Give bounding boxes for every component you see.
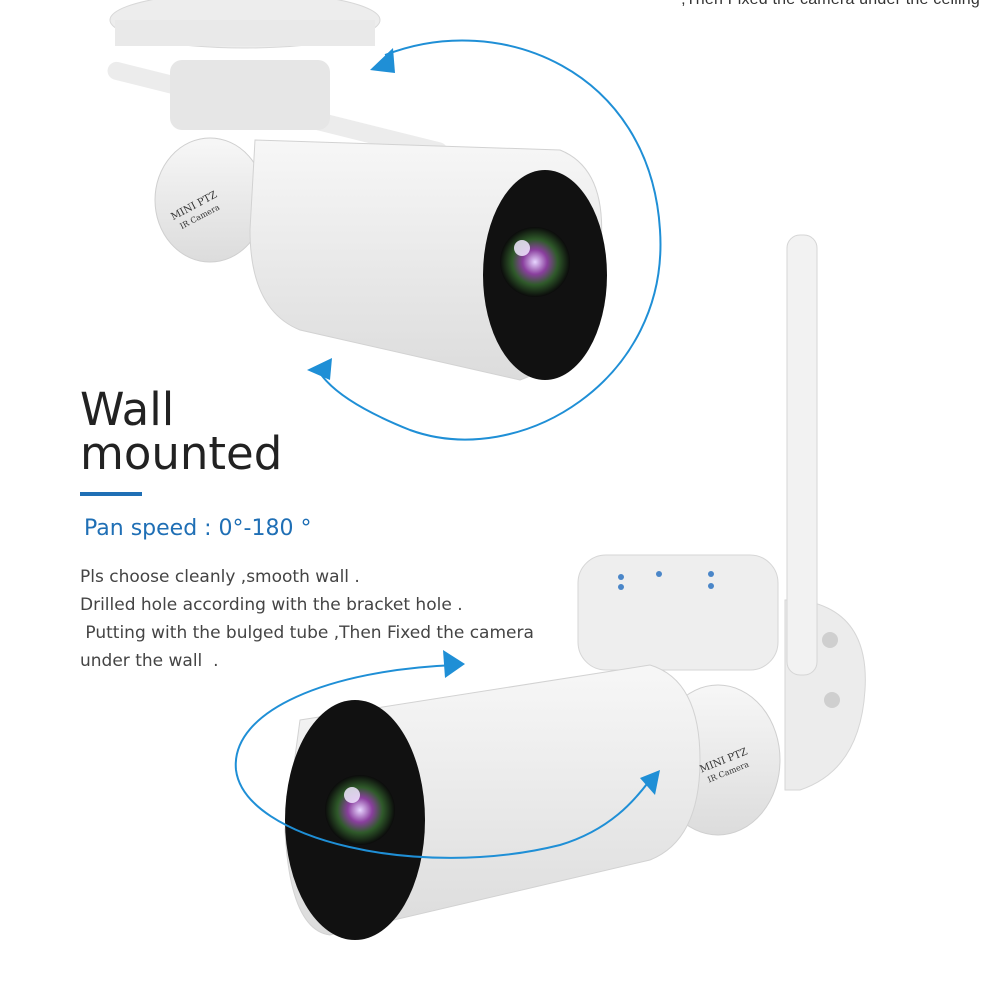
page-title: Wall mounted <box>80 383 283 480</box>
arrow-head-icon <box>640 770 660 795</box>
rotation-arrow-bottom <box>234 650 660 859</box>
rotation-arrow-top <box>307 39 662 441</box>
description-block: Pls choose cleanly ,smooth wall . Drille… <box>80 563 560 675</box>
description-line: Pls choose cleanly ,smooth wall . <box>80 567 360 587</box>
arrow-head-icon <box>370 48 395 73</box>
arrow-head-icon <box>307 358 332 380</box>
description-line: Putting with the bulged tube ,Then Fixed… <box>80 623 534 643</box>
title-line-1: Wall <box>80 383 175 436</box>
ceiling-camera <box>107 0 607 381</box>
description-line: under the wall . <box>80 651 219 671</box>
title-line-2: mounted <box>80 427 283 480</box>
antenna-bottom <box>786 234 818 676</box>
title-accent-bar <box>80 492 142 496</box>
description-line: Drilled hole according with the bracket … <box>80 595 463 615</box>
pan-speed-label: Pan speed : 0°-180 ° <box>84 516 312 541</box>
camera-lens <box>500 227 570 297</box>
arrow-head-icon <box>443 650 465 678</box>
camera-lens-bottom <box>325 775 395 845</box>
wall-camera <box>284 234 866 940</box>
ceiling-caption: ,Then Fixed the camera under the ceiling <box>520 0 980 9</box>
mount-bracket <box>577 554 779 671</box>
